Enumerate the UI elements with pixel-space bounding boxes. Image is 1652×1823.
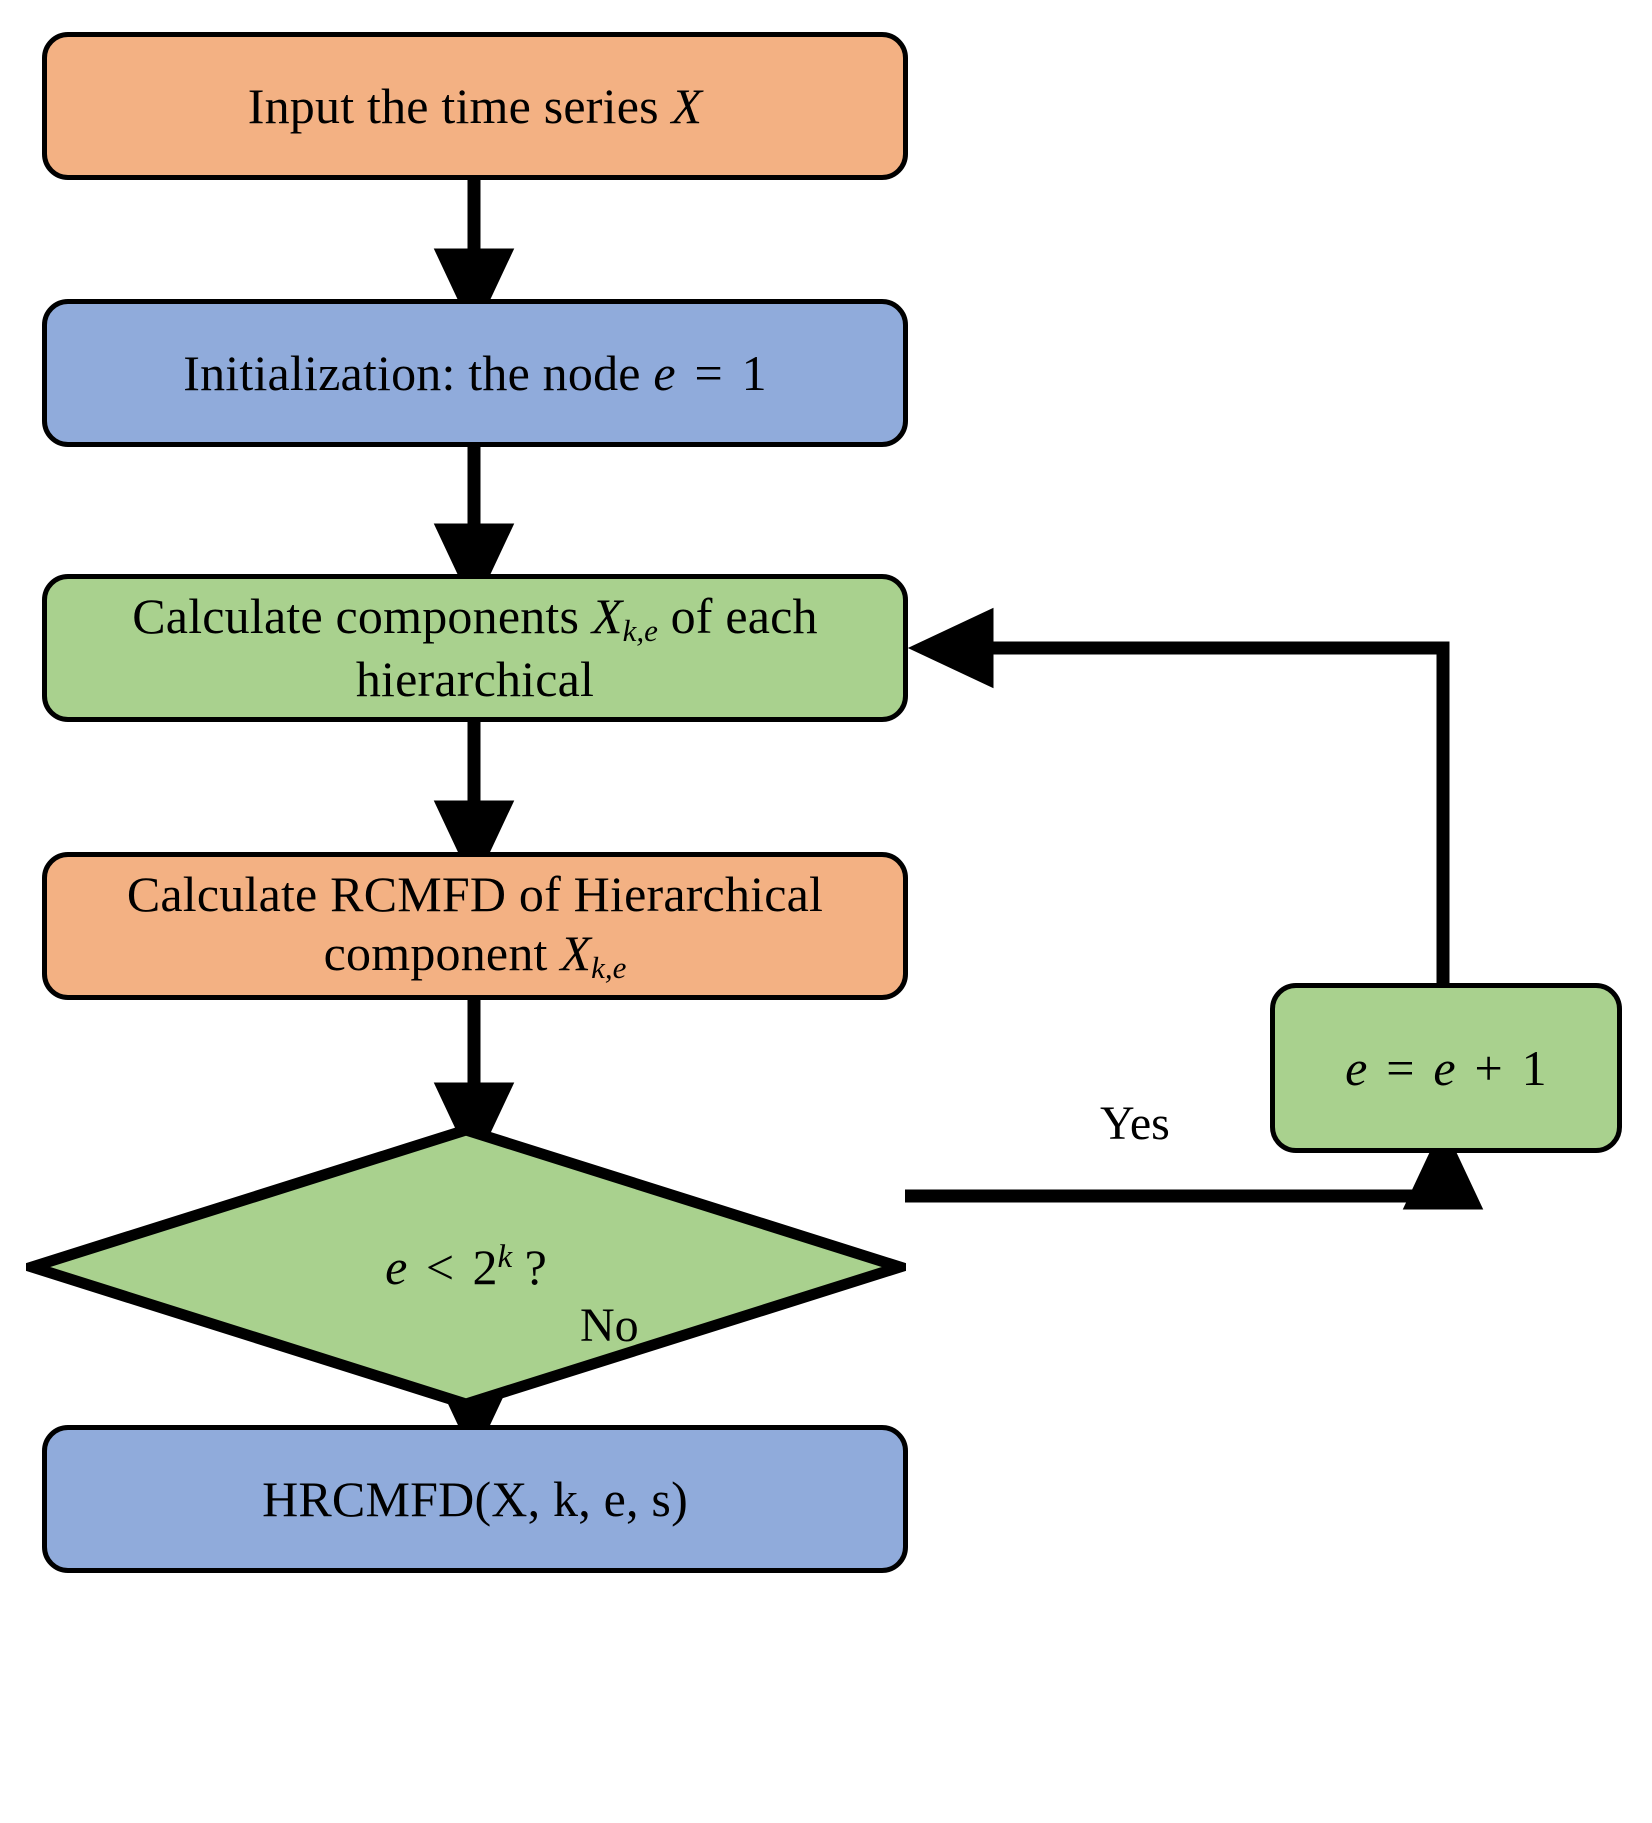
node-calculate-components-label: Calculate components Xk,e of each hierar… (132, 588, 818, 707)
node-decision-condition[interactable]: e < 2k ? (26, 1124, 906, 1410)
node-input-label: Input the time series X (247, 77, 703, 134)
node-increment-label: e = e + 1 (1345, 1039, 1547, 1096)
node-output-hrcmfd[interactable]: HRCMFD(X, k, e, s) (42, 1425, 908, 1573)
node-initialization[interactable]: Initialization: the node e = 1 (42, 299, 908, 447)
node-calculate-rcmfd-label: Calculate RCMFD of Hierarchical componen… (126, 866, 824, 986)
node-increment-e[interactable]: e = e + 1 (1270, 983, 1622, 1153)
node-initialization-label: Initialization: the node e = 1 (183, 344, 767, 401)
node-output-label: HRCMFD(X, k, e, s) (262, 1470, 688, 1527)
edge-decision-yes-to-increment (905, 1123, 1484, 1210)
node-calculate-rcmfd[interactable]: Calculate RCMFD of Hierarchical componen… (42, 852, 908, 1000)
edge-label-no: No (580, 1299, 639, 1352)
node-input-time-series[interactable]: Input the time series X (42, 32, 908, 180)
node-calculate-components[interactable]: Calculate components Xk,e of each hierar… (42, 574, 908, 722)
decision-diamond-shape (26, 1124, 906, 1410)
edge-label-yes: Yes (1100, 1097, 1170, 1150)
edge-increment-to-components (907, 607, 1450, 983)
